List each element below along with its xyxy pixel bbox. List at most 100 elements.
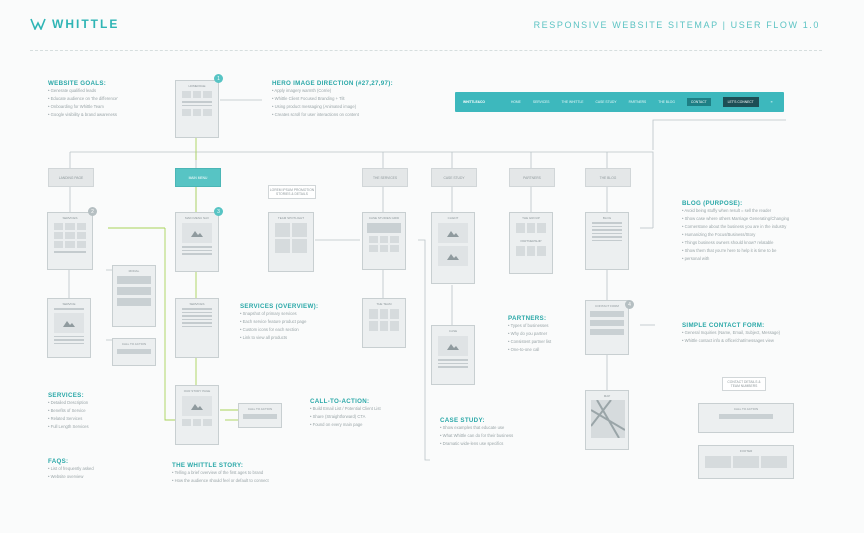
list-item: Cornerstone about the business you are i… — [682, 223, 789, 231]
list-item: Generate qualified leads — [48, 87, 118, 95]
section-title: WEBSITE GOALS: — [48, 80, 107, 87]
list-item: Website overview — [48, 473, 94, 481]
list-item: Things business owners should know? rela… — [682, 239, 789, 247]
list-item: Using product messaging (Animated image) — [272, 103, 393, 111]
partners-node[interactable]: PARTNERS — [509, 168, 555, 187]
contact-note: CONTACT DETAILS & TEAM NUMBERS — [722, 377, 766, 391]
case-study-node[interactable]: CASE STUDY — [431, 168, 477, 187]
list-item: Detailed Description — [48, 399, 89, 407]
cta-section: CALL-TO-ACTION: Build Email List / Poten… — [310, 398, 381, 429]
section-title: BLOG (PURPOSE): — [682, 200, 743, 207]
step-badge: 3 — [214, 207, 223, 216]
step-badge: 2 — [88, 207, 97, 216]
list-item: Each service feature product page — [240, 318, 318, 326]
cta-wireframe[interactable]: CALL TO ACTION — [238, 403, 282, 428]
contact-cta-wireframe[interactable]: CALL TO ACTION — [698, 403, 794, 433]
faqs-section: FAQS: List of frequently asked Website o… — [48, 458, 94, 481]
wireframe-title: CALL TO ACTION — [733, 407, 759, 411]
section-title: CALL-TO-ACTION: — [310, 398, 370, 405]
list-item: Google visibility & brand awareness — [48, 111, 118, 119]
wireframe-title: BLOG — [602, 216, 612, 220]
desktop-nav-wireframe: WHITTLE&CO HOME SERVICES THE WHITTLE CAS… — [455, 92, 784, 112]
brand-logo[interactable]: WHITTLE — [30, 17, 119, 31]
section-title: CASE STUDY: — [440, 417, 485, 424]
wireframe-title: THE GROUP — [522, 216, 540, 220]
modal-wireframe[interactable]: MODAL — [112, 265, 156, 327]
team-wireframe[interactable]: THE TEAM — [362, 298, 406, 348]
list-item: What Whittle can do for their business — [440, 432, 514, 440]
list-item: Whittle Client Focused Branding + Tilt — [272, 95, 393, 103]
homepage-wireframe[interactable]: HOMEPAGE — [175, 80, 219, 138]
wireframe-title: FOOTER — [739, 449, 753, 453]
list-item: Found on every main page — [310, 421, 381, 429]
list-item: Link to view all products — [240, 334, 318, 342]
section-title: SERVICES (OVERVIEW): — [240, 303, 319, 310]
image-placeholder-icon — [54, 312, 84, 333]
services-grid-wireframe[interactable]: SERVICES — [47, 212, 93, 270]
case-detail-wireframe[interactable]: CASE — [431, 325, 475, 385]
case-study-wireframe[interactable]: CLIENT — [431, 212, 475, 284]
list-item: Related Services — [48, 415, 89, 423]
nav-logo[interactable]: WHITTLE&CO — [463, 100, 485, 104]
case-study-section: CASE STUDY: Show examples that educate u… — [440, 417, 513, 448]
nav-item-partners[interactable]: PARTNERS — [628, 100, 647, 104]
nav-item-contact[interactable]: CONTACT — [686, 98, 711, 106]
list-item: Benefits of Service — [48, 407, 89, 415]
list-item: Why do you partner — [508, 330, 551, 338]
list-item: Show them that you're here to help it is… — [682, 247, 789, 255]
website-goals-section: WEBSITE GOALS: Generate qualified leads … — [48, 80, 118, 119]
footer-wireframe[interactable]: FOOTER — [698, 445, 794, 479]
list-item: Creates scroll for user interactions on … — [272, 111, 393, 119]
list-item: Whittle contact info & office/chat/messa… — [682, 337, 780, 345]
nav-item-whittle[interactable]: THE WHITTLE — [561, 100, 584, 104]
image-placeholder-icon — [438, 246, 468, 266]
contact-section: SIMPLE CONTACT FORM: General Inquiries (… — [682, 322, 780, 345]
menu-icon[interactable]: ≡ — [770, 100, 773, 104]
contact-form-wireframe[interactable]: CONTACT FORM — [585, 300, 629, 355]
nav-item-case-study[interactable]: CASE STUDY — [595, 100, 617, 104]
services-page-wireframe[interactable]: CASE STUDIES GRID — [362, 212, 406, 270]
nav-cta-button[interactable]: LET'S CONNECT — [722, 97, 759, 107]
blog-node[interactable]: THE BLOG — [585, 168, 631, 187]
team-spotlight-wireframe[interactable]: TEAM SPOTLIGHT — [268, 212, 314, 272]
list-item: Dramatic wide-lens use specifics — [440, 440, 513, 448]
story-section: THE WHITTLE STORY: Telling a brief overv… — [172, 462, 269, 485]
header-divider — [30, 50, 822, 51]
wireframe-title: CALL TO ACTION — [121, 342, 147, 346]
blog-wireframe[interactable]: BLOG — [585, 212, 629, 270]
wireframe-title: SERVICES — [62, 216, 78, 220]
main-menu-node[interactable]: MAIN MENU — [175, 168, 221, 187]
wireframe-title: MAP — [603, 394, 611, 398]
partners-wireframe[interactable]: THE GROUP PARTNERSHIP — [509, 212, 553, 274]
service-detail-wireframe[interactable]: SERVICE — [47, 298, 91, 358]
blog-section: BLOG (PURPOSE): Avoid being stuffy when … — [682, 200, 789, 263]
landing-page-node[interactable]: LANDING PAGE — [48, 168, 94, 187]
story-wireframe[interactable]: OUR STORY PAGE — [175, 385, 219, 445]
nav-item-home[interactable]: HOME — [510, 100, 521, 104]
list-item: List of frequently asked — [48, 465, 94, 473]
main-menu-wireframe[interactable]: MAIN MENU NAV — [175, 212, 219, 272]
wireframe-subtitle: PARTNERSHIP — [520, 239, 542, 243]
services-overview-section: SERVICES (OVERVIEW): Snapshot of primary… — [240, 303, 318, 342]
image-placeholder-icon — [438, 336, 468, 356]
wireframe-title: SERVICES — [189, 302, 205, 306]
section-title: PARTNERS: — [508, 315, 547, 322]
nav-item-blog[interactable]: THE BLOG — [658, 100, 675, 104]
map-wireframe[interactable]: MAP — [585, 390, 629, 450]
page-title: RESPONSIVE WEBSITE SITEMAP | USER FLOW 1… — [533, 20, 820, 30]
wireframe-title: THE TEAM — [376, 302, 392, 306]
list-item: Educate audience on 'the difference' — [48, 95, 118, 103]
list-item: personal with — [682, 255, 789, 263]
section-title: HERO IMAGE DIRECTION (#27,27,97): — [272, 80, 393, 87]
services-overview-wireframe[interactable]: SERVICES — [175, 298, 219, 358]
wireframe-title: CASE — [448, 329, 458, 333]
list-item: Types of businesses — [508, 322, 551, 330]
list-item: How the audience should feel or default … — [172, 477, 269, 485]
call-to-action-wireframe[interactable]: CALL TO ACTION — [112, 338, 156, 366]
list-item: Show examples that educate use — [440, 424, 513, 432]
image-placeholder-icon — [182, 396, 212, 416]
list-item: Full Length Services — [48, 423, 89, 431]
nav-item-services[interactable]: SERVICES — [532, 100, 550, 104]
services-node[interactable]: THE SERVICES — [362, 168, 408, 187]
